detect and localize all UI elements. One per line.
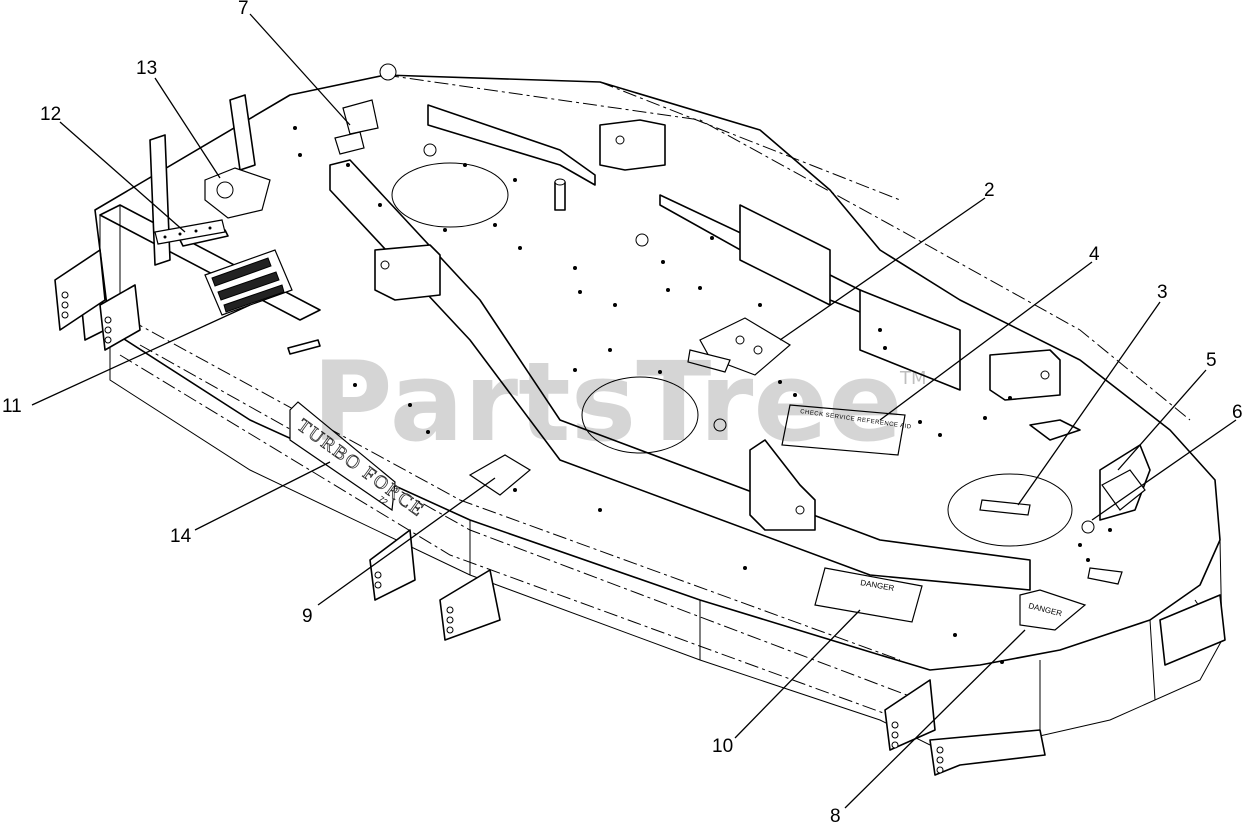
decal-7 xyxy=(342,99,379,135)
trademark-symbol: TM xyxy=(899,368,927,389)
callout-11: 11 xyxy=(2,396,22,417)
callout-6: 6 xyxy=(1232,402,1243,423)
partstree-watermark: PartsTree xyxy=(312,338,903,466)
callout-3: 3 xyxy=(1157,282,1168,303)
decal-12 xyxy=(154,219,226,245)
callout-2: 2 xyxy=(984,180,995,201)
center-ridge xyxy=(329,159,1031,591)
decal-check-service xyxy=(781,404,906,456)
callout-12: 12 xyxy=(40,104,61,125)
callout-13: 13 xyxy=(136,58,157,79)
callout-4: 4 xyxy=(1089,244,1100,265)
decal-13 xyxy=(204,167,271,219)
right-blade-housing xyxy=(947,473,1073,547)
callout-5: 5 xyxy=(1206,350,1217,371)
callout-10: 10 xyxy=(712,736,733,757)
decal-3 xyxy=(979,499,1031,516)
callout-14: 14 xyxy=(170,526,192,547)
plug-6 xyxy=(1081,520,1095,534)
decal-5 xyxy=(1101,469,1146,511)
callout-9: 9 xyxy=(302,606,313,627)
callout-8: 8 xyxy=(830,806,841,827)
left-blade-housing xyxy=(391,162,509,228)
callout-7: 7 xyxy=(238,0,249,19)
hitch-plate-left xyxy=(54,249,106,331)
center-blade-housing xyxy=(581,376,699,454)
decal-14-turbo-force xyxy=(289,401,396,512)
leader-lines xyxy=(31,13,1237,809)
mounting-holes xyxy=(293,126,1112,664)
decal-10-danger xyxy=(814,567,923,623)
decal-8-danger xyxy=(1019,589,1087,631)
